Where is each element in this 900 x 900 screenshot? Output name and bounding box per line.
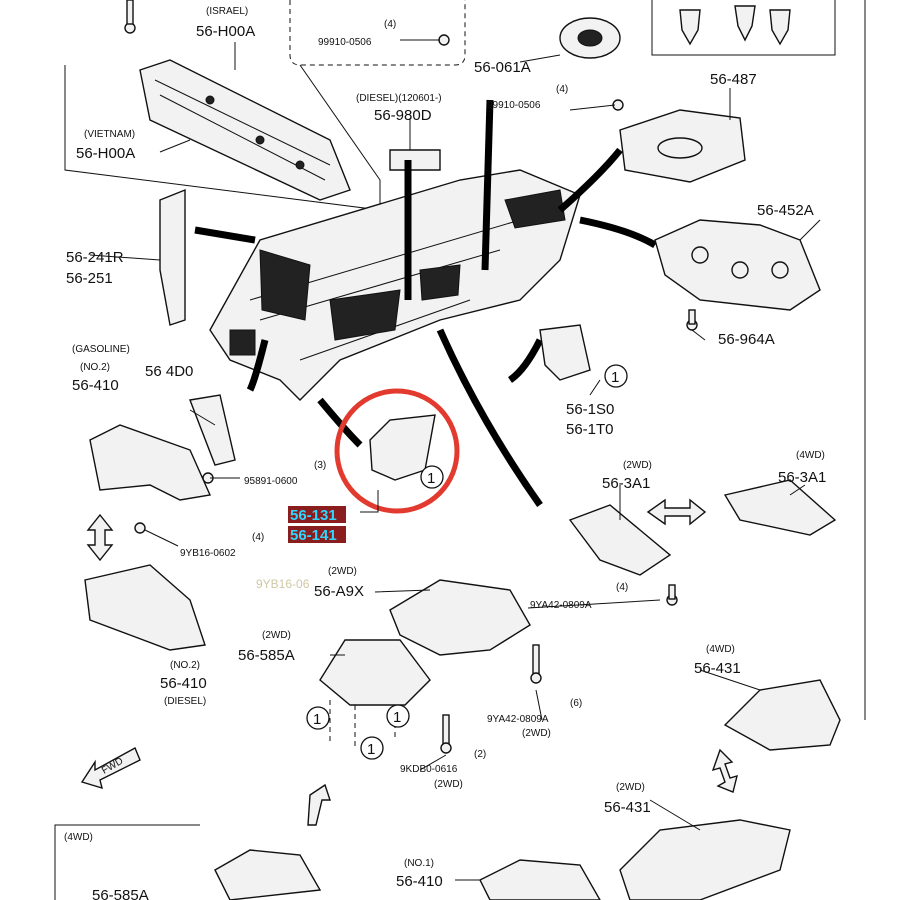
shield-431-4wd [723, 679, 841, 751]
cowl-panel [139, 59, 351, 201]
clip-icons [679, 5, 791, 46]
ref-1d: 1 [393, 709, 401, 726]
label-980d: 56-980D [374, 107, 432, 124]
gas-no: (NO.2) [80, 362, 110, 373]
ref-circles [306, 364, 628, 760]
tag-4wd-2: (4WD) [706, 644, 735, 655]
tag-2wd-4: (2WD) [522, 728, 551, 739]
israel-tag: (ISRAEL) [206, 6, 248, 17]
label-241r: 56-241R [66, 249, 124, 266]
ref-1e: 1 [367, 741, 375, 758]
no1-tag: (NO.1) [404, 858, 434, 869]
diesel-tag: (DIESEL)(120601-) [356, 93, 442, 104]
top-right-box [651, 0, 836, 56]
ref-1a: 1 [427, 470, 435, 487]
bolt-9ya42b: 9YA42-0809A [487, 714, 549, 725]
label-431-4wd: 56-431 [694, 660, 741, 677]
vietnam-tag: (VIETNAM) [84, 129, 135, 140]
qty-2: (2) [474, 749, 486, 760]
bolt-9yb16: 9YB16-0602 [180, 548, 236, 559]
diesel-tag-2: (DIESEL) [164, 696, 206, 707]
leader-thick-1 [481, 99, 494, 271]
cup-1s0 [539, 324, 591, 381]
ref-1b: 1 [611, 369, 619, 386]
pad-980d [389, 149, 441, 171]
shield-431-2wd [619, 819, 791, 900]
insulator-410-no1 [479, 859, 601, 900]
label-487: 56-487 [710, 71, 757, 88]
right-qty: (4) [556, 84, 568, 95]
qty-3: (3) [314, 460, 326, 471]
tray-3a1-4wd [723, 479, 837, 536]
label-a9x: 56-A9X [314, 583, 364, 600]
tag-4wd-1: (4WD) [796, 450, 825, 461]
label-964a: 56-964A [718, 331, 775, 348]
qty-4a: (4) [252, 532, 264, 543]
gas-tag: (GASOLINE) [72, 344, 130, 355]
label-56-141: 56-141 [290, 527, 337, 544]
tag-2wd-5: (2WD) [434, 779, 463, 790]
insulator-gasoline [89, 424, 212, 501]
top-qty: (4) [384, 19, 396, 30]
bolt-95891: 95891-0600 [244, 476, 298, 487]
label-4d0: 56 4D0 [145, 363, 193, 380]
insulator-diesel [84, 564, 206, 651]
top-dashed-box [289, 0, 466, 66]
tag-2wd-3: (2WD) [262, 630, 291, 641]
qty-6: (6) [570, 698, 582, 709]
top-bolt: 99910-0506 [318, 37, 372, 48]
label-1t0: 56-1T0 [566, 421, 614, 438]
bolt-9ya42a: 9YA42-0809A [530, 600, 592, 611]
label-061a: 56-061A [474, 59, 531, 76]
label-585a-2wd: 56-585A [238, 647, 295, 664]
label-3a1-2wd: 56-3A1 [602, 475, 650, 492]
gas-num: 56-410 [72, 377, 119, 394]
hl2-bg [288, 526, 346, 543]
label-585a-4wd: 56-585A [92, 887, 149, 900]
highlight-callout [334, 388, 460, 514]
label-56-131: 56-131 [290, 507, 337, 524]
tag-2wd-2: (2WD) [328, 566, 357, 577]
israel-num: 56-H00A [196, 23, 255, 40]
ghost-label: 9YB16-06 [256, 577, 310, 591]
bolt-icons [124, 0, 698, 754]
vietnam-num: 56-H00A [76, 145, 135, 162]
arrow-icons [86, 498, 738, 826]
label-431-2wd: 56-431 [604, 799, 651, 816]
cover-585a-2wd [319, 639, 431, 706]
label-251: 56-251 [66, 270, 113, 287]
cover-a9x [389, 579, 531, 656]
bolt-9kdb0: 9KDB0-0616 [400, 764, 458, 775]
tag-2wd-1: (2WD) [623, 460, 652, 471]
label-452a: 56-452A [757, 202, 814, 219]
no2-tag: (NO.2) [170, 660, 200, 671]
ref-1c: 1 [313, 711, 321, 728]
label-1s0: 56-1S0 [566, 401, 614, 418]
label-410-diesel: 56-410 [160, 675, 207, 692]
bracket-4d0 [189, 394, 236, 466]
mount-061a [559, 17, 621, 59]
qty-4b: (4) [616, 582, 628, 593]
cover-585a-4wd [214, 849, 322, 900]
right-bolt: 99910-0506 [487, 100, 541, 111]
hl1-bg [288, 506, 346, 523]
tag-4wd-3: (4WD) [64, 832, 93, 843]
tray-3a1-2wd [568, 504, 672, 576]
label-410-no1: 56-410 [396, 873, 443, 890]
label-3a1-4wd: 56-3A1 [778, 469, 826, 486]
fwd-arrow-icon [80, 747, 141, 790]
pillar-241r [159, 188, 186, 326]
tag-2wd-6: (2WD) [616, 782, 645, 793]
